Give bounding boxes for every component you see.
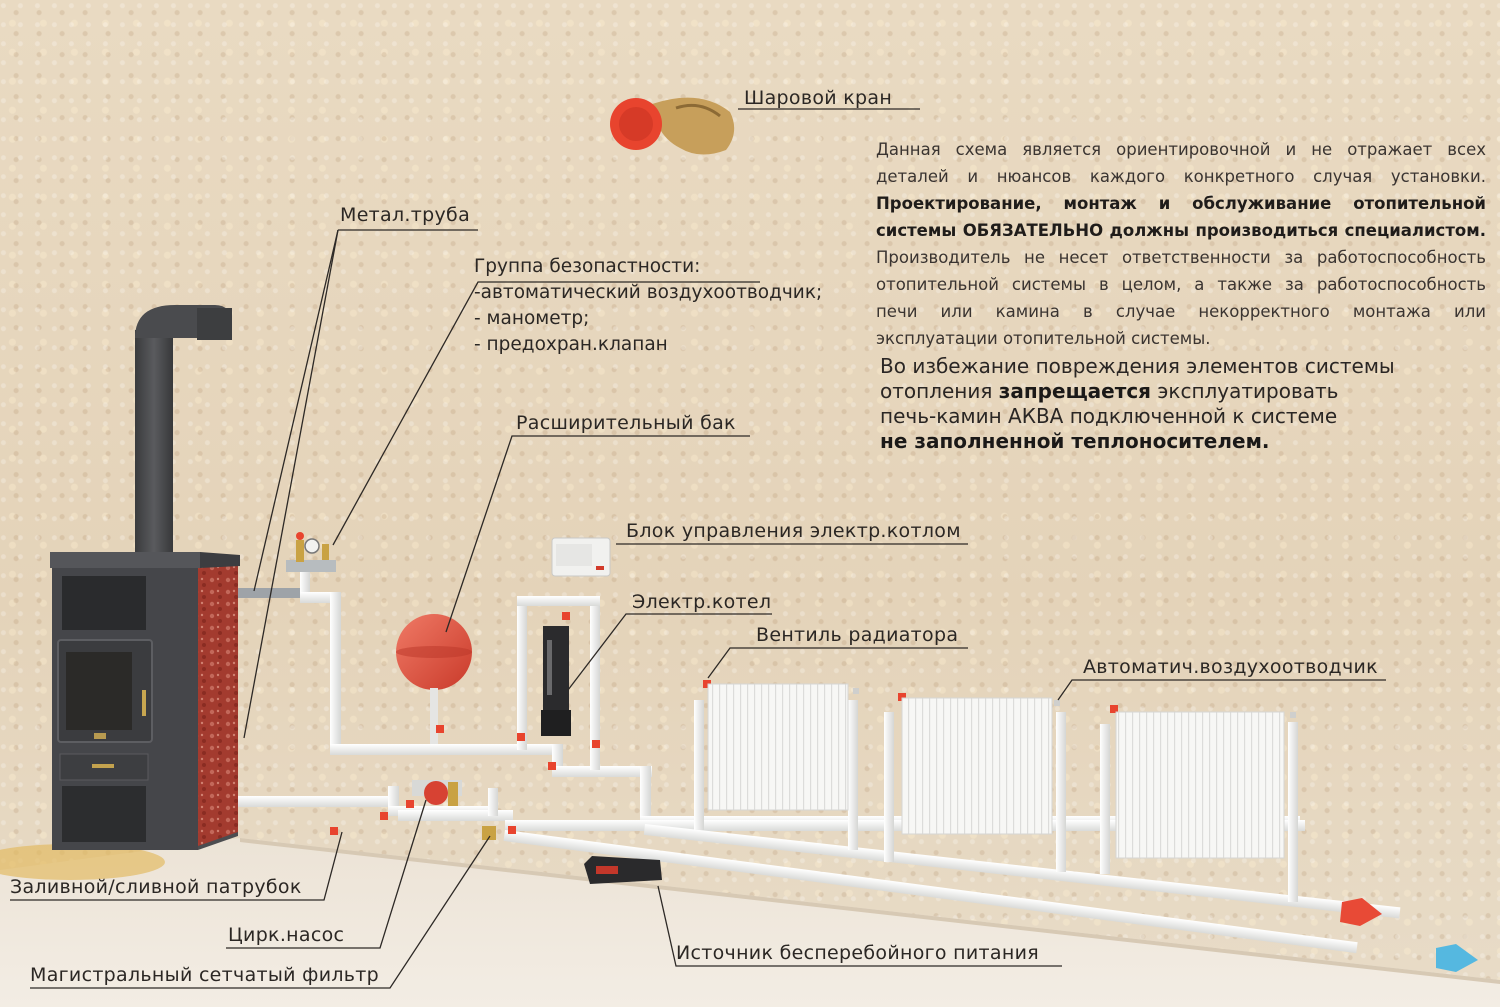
safety-group-title: Группа безопастности: (474, 256, 701, 277)
leader-circ-pump (226, 799, 427, 949)
disclaimer-line: печи или камина в случае некорректного м… (876, 302, 1486, 321)
leader-expansion-tank (445, 435, 750, 633)
stove-brick-side (198, 564, 238, 846)
return-arrow (1436, 944, 1478, 972)
radiator-3 (1115, 711, 1285, 859)
warning-forbidden: запрещается (998, 379, 1152, 403)
leader-radiator-valve (707, 647, 968, 679)
radiators (707, 683, 1285, 859)
warning-line: Во избежание повреждения элементов систе… (880, 354, 1395, 378)
electric-boiler (541, 626, 571, 736)
red-valves (330, 612, 1296, 835)
stove-glass (66, 652, 132, 730)
warning-line: печь-камин АКВА подключенной к системе (880, 404, 1338, 428)
leader-fill-drain (10, 831, 343, 901)
stove-fireplace (50, 305, 240, 850)
disclaimer-bold-line: системы ОБЯЗАТЕЛЬНО должны производиться… (876, 221, 1486, 240)
wall-floor-edge (240, 838, 1500, 984)
leader-safety-group (332, 281, 760, 546)
leader-ups (657, 885, 1062, 967)
circulation-pump (412, 780, 462, 806)
metal-pipe-outlet (238, 588, 300, 598)
label-mesh-filter: Магистральный сетчатый фильтр (30, 964, 380, 986)
disclaimer-text: Данная схема является ориентировочной и … (876, 136, 1486, 352)
label-ball-valve: Шаровой кран (744, 87, 893, 109)
supply-arrow (1340, 898, 1382, 926)
disclaimer-line: отопительной системы в целом, а также за… (876, 275, 1486, 294)
warning-line-pre: отопления (880, 379, 999, 403)
safety-group-item: - предохран.клапан (474, 334, 668, 355)
mesh-filter (482, 826, 496, 840)
label-control-unit: Блок управления электр.котлом (626, 520, 961, 542)
chimney-pipe (135, 330, 173, 562)
label-auto-air-vent: Автоматич.воздухоотводчик (1083, 656, 1378, 678)
label-metal-pipe: Метал.труба (340, 204, 471, 226)
leader-lines (10, 108, 1386, 989)
radiator-1 (707, 683, 849, 811)
disclaimer-line: Производитель не несет ответственности з… (876, 248, 1486, 267)
safety-group-label: Группа безопастности: -автоматический во… (474, 254, 822, 358)
label-expansion-tank: Расширительный бак (516, 412, 736, 434)
warning-line-post: эксплуатировать (1151, 379, 1339, 403)
leader-electric-boiler (567, 613, 772, 691)
disclaimer-line: Данная схема является ориентировочной и … (876, 140, 1486, 159)
warning-bold-line: не заполненной теплоносителем. (880, 429, 1270, 453)
label-fill-drain: Заливной/сливной патрубок (10, 876, 302, 898)
disclaimer-line: эксплуатации отопительной системы. (876, 329, 1211, 348)
warning-text: Во избежание повреждения элементов систе… (880, 354, 1490, 454)
label-radiator-valve: Вентиль радиатора (756, 624, 959, 646)
leader-air-vent (1057, 679, 1386, 701)
safety-group-item: - манометр; (474, 308, 590, 329)
stove-top-niche (62, 576, 146, 630)
leader-filter (30, 835, 491, 989)
disclaimer-line: деталей и нюансов каждого конкретного сл… (876, 167, 1486, 186)
safety-group-item: -автоматический воздухоотводчик; (474, 282, 823, 303)
stove-bottom-niche (62, 786, 146, 842)
radiator-2 (901, 697, 1053, 835)
hearth-patch (0, 844, 165, 880)
disclaimer-bold-line: Проектирование, монтаж и обслуживание от… (876, 194, 1486, 213)
label-ups: Источник бесперебойного питания (676, 942, 1039, 964)
boiler-control-unit (551, 537, 611, 577)
warning-line: отопления запрещается эксплуатировать (880, 379, 1490, 404)
ball-valve-illustration (610, 97, 735, 155)
safety-group (286, 532, 336, 572)
expansion-tank (396, 614, 472, 744)
floor (0, 838, 1500, 1007)
ups-unit (584, 856, 662, 884)
label-electric-boiler: Электр.котел (632, 591, 772, 613)
label-circ-pump: Цирк.насос (228, 924, 345, 946)
